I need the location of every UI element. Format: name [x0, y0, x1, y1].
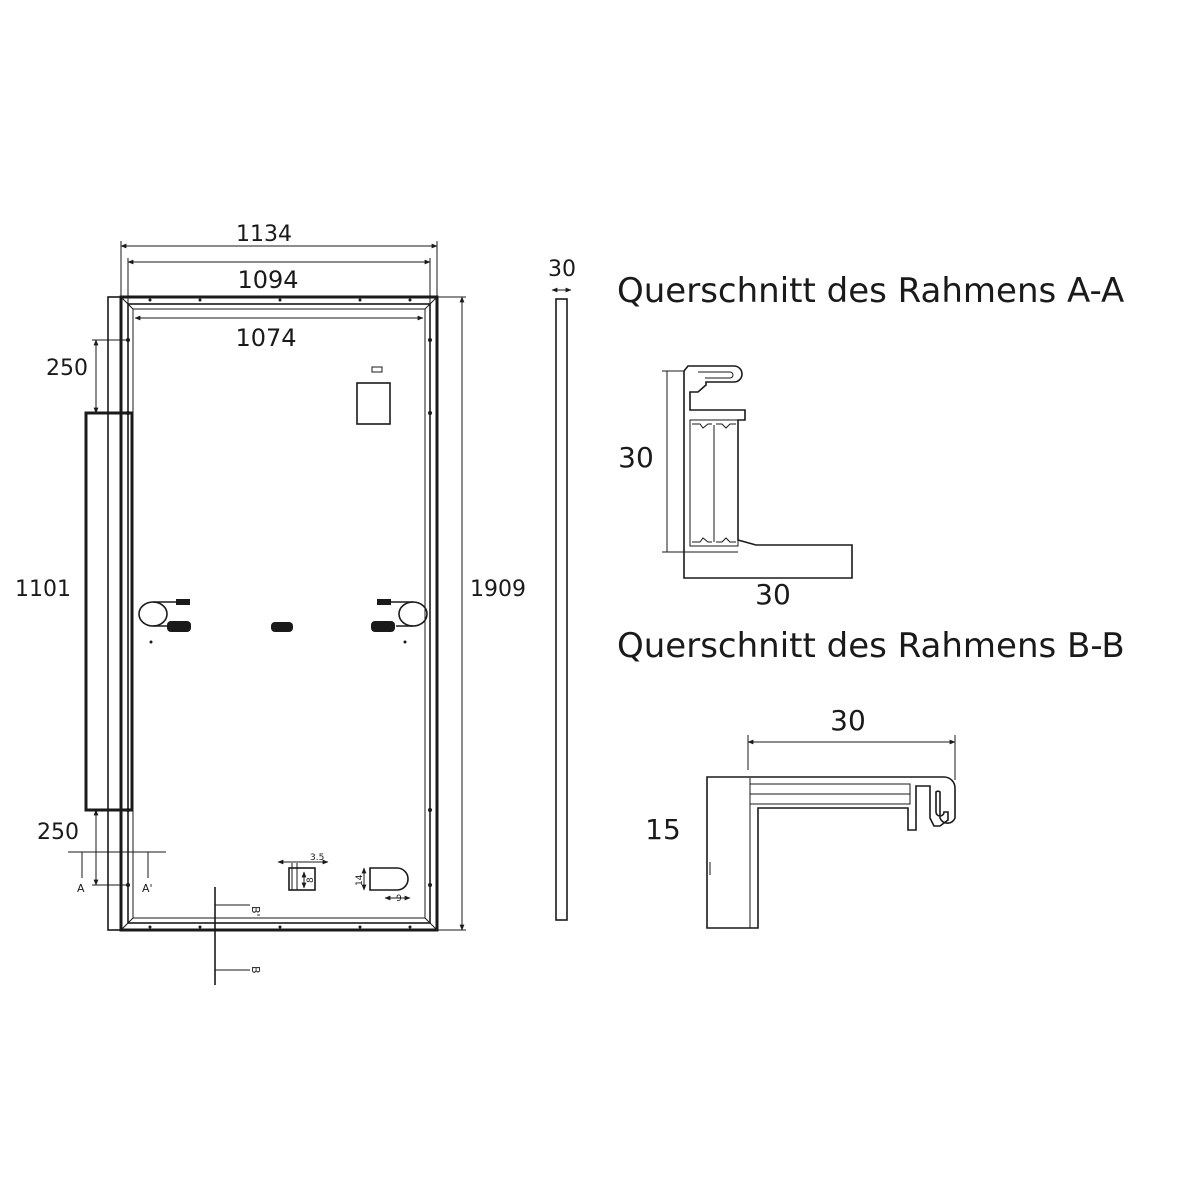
hole-detail — [277, 859, 329, 891]
section-b-marker — [214, 887, 250, 985]
module-glass-area — [132, 308, 426, 919]
side-view-frame — [555, 298, 568, 921]
section-aa-title: Querschnitt des Rahmens A-A — [617, 271, 1124, 311]
section-aa-profile — [662, 365, 853, 579]
section-a-prime-label: A' — [142, 882, 153, 895]
dim-side-thickness: 30 — [548, 257, 576, 282]
section-bb-title: Querschnitt des Rahmens B-B — [617, 626, 1125, 666]
section-a-label: A — [77, 882, 85, 895]
slot-width-label: 9 — [396, 894, 402, 904]
label-plate — [356, 382, 391, 425]
dim-width-frame: 1094 — [237, 266, 298, 294]
dim-width-outer: 1134 — [236, 222, 292, 247]
module-frame-inner-edge — [127, 303, 431, 924]
dim-rail-offset-top: 250 — [46, 356, 88, 381]
section-b-prime-label: B' — [249, 906, 262, 917]
section-a-marker — [68, 851, 166, 878]
label-plate-tab — [371, 366, 383, 373]
hole-height-label: 8 — [306, 877, 316, 883]
junction-box-left — [138, 599, 191, 644]
section-bb-width: 30 — [830, 704, 866, 737]
module-front-view: 3.5 8 14 9 B' B A A' 1134 — [15, 222, 526, 985]
mounting-holes — [126, 298, 432, 929]
dim-rail-offset-bottom: 250 — [37, 820, 79, 845]
slot-detail — [361, 867, 411, 901]
section-bb-height: 15 — [645, 813, 681, 846]
junction-box-right — [371, 599, 428, 644]
junction-box-center — [271, 622, 293, 632]
dim-rail-spacing: 1101 — [15, 577, 71, 602]
dim-width-inner: 1074 — [235, 324, 296, 352]
dim-height-total: 1909 — [470, 577, 526, 602]
slot-height-label: 14 — [355, 874, 365, 886]
section-aa-height: 30 — [618, 441, 654, 474]
section-bb-profile — [706, 735, 956, 929]
module-side-view: 30 — [548, 257, 576, 921]
section-b-label: B — [249, 966, 262, 974]
frame-side-left — [107, 296, 122, 931]
section-aa-width: 30 — [755, 578, 791, 611]
hole-width-label: 3.5 — [310, 853, 324, 863]
mounting-rail — [84, 411, 134, 812]
